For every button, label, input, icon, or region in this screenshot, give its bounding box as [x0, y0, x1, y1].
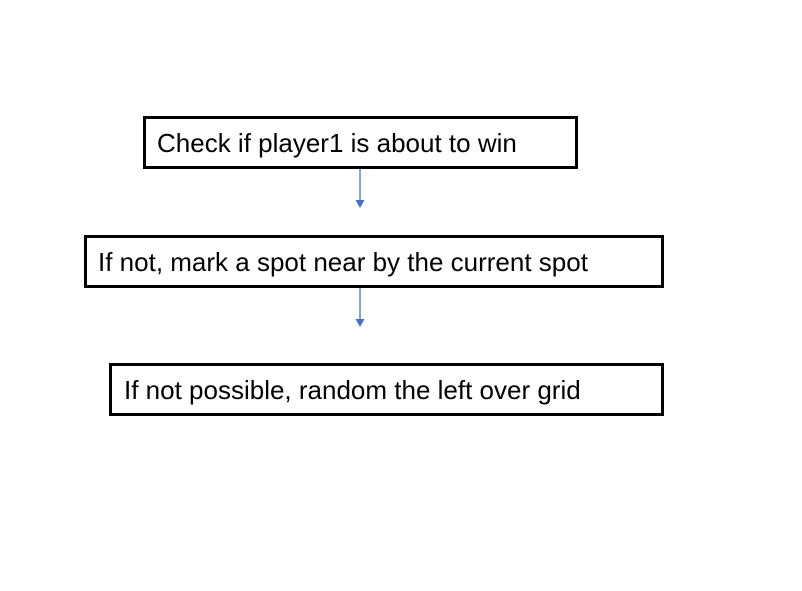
flow-step-label: If not possible, random the left over gr…	[124, 374, 581, 405]
connector-arrow-1-to-2	[355, 169, 365, 208]
flow-step-mark-nearby-spot: If not, mark a spot near by the current …	[84, 235, 664, 288]
flow-step-label: Check if player1 is about to win	[157, 127, 517, 158]
connector-arrow-2-to-3	[355, 288, 365, 327]
flow-step-random-leftover-grid: If not possible, random the left over gr…	[109, 363, 664, 416]
flow-step-label: If not, mark a spot near by the current …	[98, 246, 588, 277]
flow-step-check-player1-win: Check if player1 is about to win	[143, 116, 578, 169]
